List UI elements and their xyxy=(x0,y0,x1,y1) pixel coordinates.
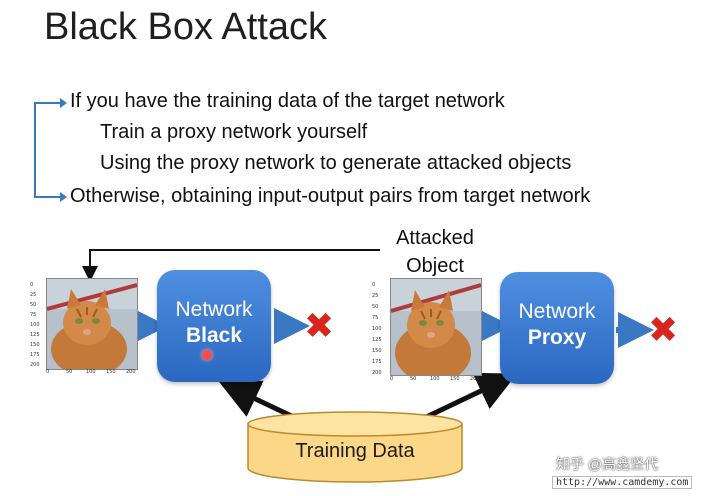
ytick-label: 100 xyxy=(30,322,40,328)
ytick-label: 25 xyxy=(30,292,37,298)
attacked-label-line1: Attacked xyxy=(396,227,474,249)
network-proxy-box: Network Proxy xyxy=(500,272,614,384)
bracket-arrow-icon-bottom xyxy=(60,192,67,202)
ytick-label: 150 xyxy=(372,348,382,354)
attacked-object-pointer xyxy=(82,249,380,282)
watermark-url: http://www.camdemy.com xyxy=(552,476,693,489)
ytick-label: 75 xyxy=(30,312,37,318)
xtick-label: 200 xyxy=(470,376,480,382)
x-axis-ticks-left: 0 50 100 150 200 xyxy=(46,369,138,377)
watermark-site: 知乎 @高鑫坚代 xyxy=(556,456,659,472)
network-proxy-line2: Proxy xyxy=(527,326,587,349)
network-black-line1: Network xyxy=(175,298,253,321)
xtick-label: 150 xyxy=(450,376,460,382)
network-black-line2: Black xyxy=(185,324,243,347)
ytick-label: 75 xyxy=(372,315,379,321)
cat-photo-left xyxy=(46,278,138,370)
bullet-3: Using the proxy network to generate atta… xyxy=(100,152,572,174)
fail-x-icon-right: ✖ xyxy=(648,309,679,350)
bracket-arrow-icon-top xyxy=(60,98,67,108)
ytick-label: 175 xyxy=(30,352,40,358)
ytick-label: 150 xyxy=(30,342,40,348)
cat-photo-right xyxy=(390,278,482,376)
bracket-line-top xyxy=(34,102,62,104)
training-data-label: Training Data xyxy=(295,440,415,462)
cat-image-plot-right: 0 25 50 75 100 125 150 175 200 0 50 100 … xyxy=(372,276,482,386)
ytick-label: 200 xyxy=(372,370,382,376)
y-axis-ticks-left: 0 25 50 75 100 125 150 175 200 xyxy=(30,282,44,368)
xtick-label: 0 xyxy=(46,369,50,375)
ytick-label: 25 xyxy=(372,293,379,299)
network-proxy-line1: Network xyxy=(518,300,596,323)
cat-drawing-icon xyxy=(47,279,137,369)
cat-drawing-icon xyxy=(391,279,481,375)
bullet-4: Otherwise, obtaining input-output pairs … xyxy=(70,185,591,207)
ytick-label: 175 xyxy=(372,359,382,365)
ytick-label: 50 xyxy=(30,302,37,308)
bullet-2: Train a proxy network yourself xyxy=(100,121,368,143)
ytick-label: 125 xyxy=(372,337,382,343)
attacked-object-label: Attacked Object xyxy=(380,224,490,280)
xtick-label: 50 xyxy=(66,369,73,375)
xtick-label: 0 xyxy=(390,376,394,382)
ytick-label: 50 xyxy=(372,304,379,310)
cursor-dot-icon xyxy=(202,350,212,360)
ytick-label: 0 xyxy=(30,282,34,288)
y-axis-ticks-right: 0 25 50 75 100 125 150 175 200 xyxy=(372,282,386,376)
xtick-label: 50 xyxy=(410,376,417,382)
bullet-1: If you have the training data of the tar… xyxy=(70,90,505,112)
fail-x-icon-left: ✖ xyxy=(304,305,335,346)
xtick-label: 200 xyxy=(126,369,136,375)
slide-title: Black Box Attack xyxy=(44,6,328,48)
ytick-label: 200 xyxy=(30,362,40,368)
ytick-label: 0 xyxy=(372,282,376,288)
xtick-label: 100 xyxy=(86,369,96,375)
training-data-cylinder xyxy=(247,411,463,483)
xtick-label: 100 xyxy=(430,376,440,382)
ytick-label: 100 xyxy=(372,326,382,332)
x-axis-ticks-right: 0 50 100 150 200 xyxy=(390,376,482,384)
bracket-line-bottom xyxy=(34,196,62,198)
cat-image-plot-left: 0 25 50 75 100 125 150 175 200 0 50 100 … xyxy=(30,276,138,378)
arrow-data-to-proxy xyxy=(418,372,518,423)
ytick-label: 125 xyxy=(30,332,40,338)
xtick-label: 150 xyxy=(106,369,116,375)
network-black-box: Network Black xyxy=(157,270,271,382)
bracket-line xyxy=(34,102,36,198)
attacked-label-line2: Object xyxy=(406,255,464,277)
